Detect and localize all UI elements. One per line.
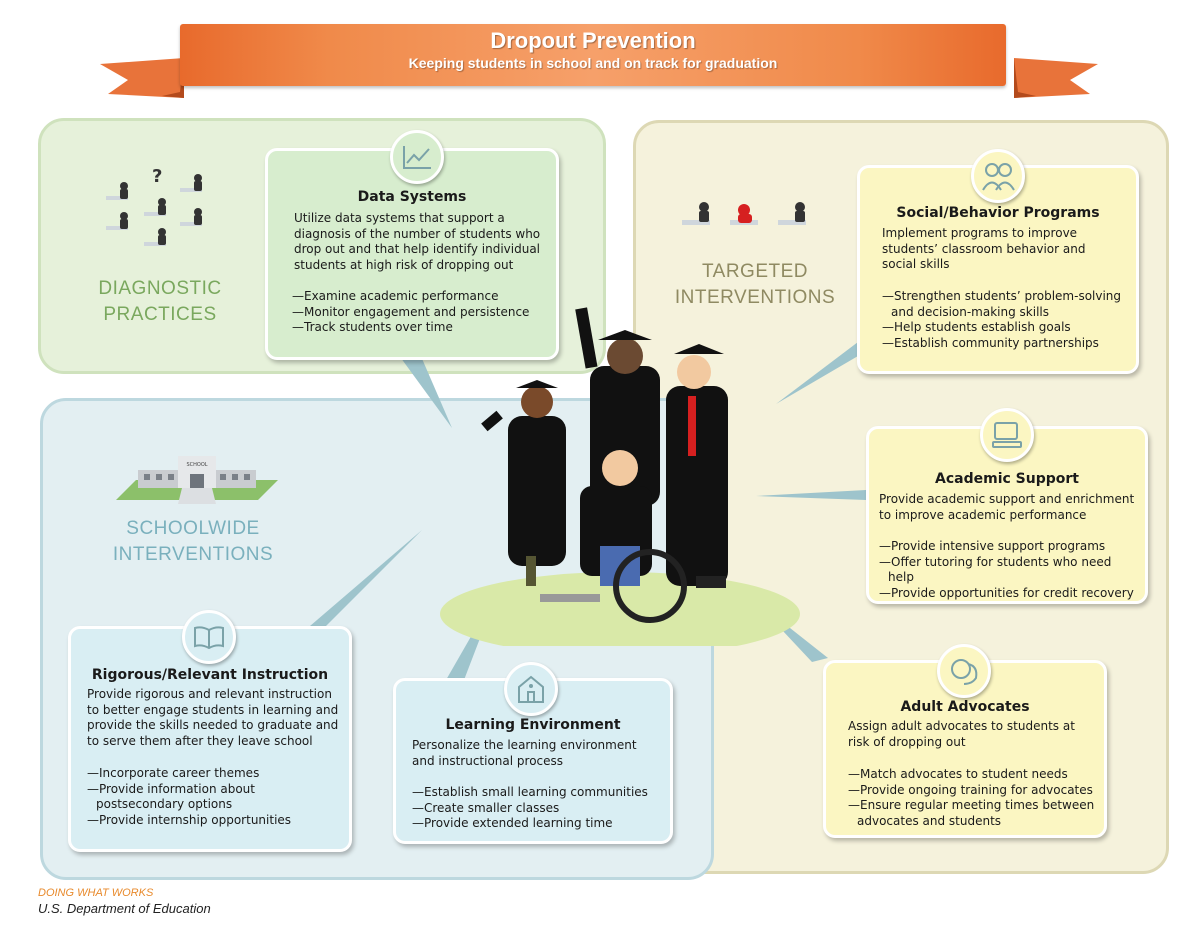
people-icon bbox=[971, 149, 1025, 203]
line-chart-icon bbox=[390, 130, 444, 184]
graduates-illustration bbox=[440, 307, 800, 646]
question-mark: ? bbox=[152, 166, 162, 187]
list-item: —Establish community partnerships bbox=[882, 335, 1099, 350]
list-item: —Ensure regular meeting times between ad… bbox=[848, 798, 1095, 828]
page-subtitle: Keeping students in school and on track … bbox=[408, 55, 778, 71]
card-title: Data Systems bbox=[357, 189, 467, 205]
card-description: Assign adult advocates to students at ri… bbox=[848, 719, 1075, 749]
computer-icon bbox=[980, 408, 1034, 462]
open-book-icon bbox=[182, 610, 236, 664]
bullet-list: —Provide intensive support programs —Off… bbox=[879, 539, 1141, 601]
footer-tagline: DOING WHAT WORKS bbox=[38, 887, 154, 899]
title-banner: Dropout Prevention Keeping students in s… bbox=[180, 24, 1006, 86]
list-item: —Help students establish goals bbox=[882, 320, 1071, 335]
bullet-list: —Match advocates to student needs —Provi… bbox=[848, 767, 1100, 829]
diagnostic-practices-title: DIAGNOSTIC PRACTICES bbox=[98, 278, 222, 325]
list-item: —Monitor engagement and persistence bbox=[292, 304, 530, 319]
advocate-faces-icon bbox=[937, 644, 991, 698]
list-item: —Provide extended learning time bbox=[412, 816, 613, 831]
targeted-students-illustration bbox=[682, 202, 806, 225]
bullet-list: —Strengthen students’ problem-solving an… bbox=[882, 289, 1132, 351]
banner-ribbon-right bbox=[1014, 58, 1098, 98]
card-description: Implement programs to improve students’ … bbox=[882, 226, 1086, 272]
adult-advocates-card: Adult Advocates Assign adult advocates t… bbox=[823, 660, 1107, 838]
targeted-interventions-title: TARGETED INTERVENTIONS bbox=[674, 261, 836, 308]
schoolhouse-icon bbox=[504, 662, 558, 716]
list-item: —Establish small learning communities bbox=[412, 785, 648, 799]
list-item: —Create smaller classes bbox=[412, 800, 560, 815]
list-item: —Offer tutoring for students who need he… bbox=[879, 554, 1112, 585]
bullet-list: —Establish small learning communities —C… bbox=[412, 785, 662, 832]
page-title: Dropout Prevention bbox=[490, 28, 696, 53]
list-item: —Provide opportunities for credit recove… bbox=[879, 585, 1134, 600]
list-item: —Provide intensive support programs bbox=[879, 539, 1106, 553]
card-title: Rigorous/Relevant Instruction bbox=[91, 667, 329, 683]
card-description: Provide rigorous and relevant instructio… bbox=[87, 687, 339, 748]
schoolwide-interventions-title: SCHOOLWIDE INTERVENTIONS bbox=[112, 518, 274, 565]
school-sign: SCHOOL bbox=[186, 462, 207, 468]
card-description: Personalize the learning environment and… bbox=[412, 738, 637, 768]
list-item: —Provide ongoing training for advocates bbox=[848, 782, 1093, 797]
card-title: Social/Behavior Programs bbox=[896, 205, 1100, 221]
banner-ribbon-left bbox=[100, 58, 184, 98]
card-description: Provide academic support and enrichment … bbox=[879, 492, 1135, 522]
bullet-list: —Examine academic performance —Monitor e… bbox=[292, 289, 542, 336]
card-title: Adult Advocates bbox=[900, 699, 1030, 715]
list-item: —Incorporate career themes bbox=[87, 766, 260, 780]
list-item: —Track students over time bbox=[292, 320, 453, 335]
list-item: —Examine academic performance bbox=[292, 289, 499, 303]
card-title: Academic Support bbox=[935, 471, 1079, 487]
list-item: —Provide information about postsecondary… bbox=[87, 781, 255, 812]
list-item: —Strengthen students’ problem-solving an… bbox=[882, 289, 1122, 319]
school-building-illustration: SCHOOL bbox=[116, 456, 278, 504]
bullet-list: —Incorporate career themes —Provide info… bbox=[87, 766, 341, 828]
footer-organization: U.S. Department of Education bbox=[38, 901, 211, 916]
students-at-desks-illustration: ? bbox=[106, 166, 202, 246]
list-item: —Provide internship opportunities bbox=[87, 812, 292, 827]
card-description: Utilize data systems that support a diag… bbox=[294, 211, 541, 272]
list-item: —Match advocates to student needs bbox=[848, 767, 1068, 781]
card-title: Learning Environment bbox=[445, 717, 621, 733]
